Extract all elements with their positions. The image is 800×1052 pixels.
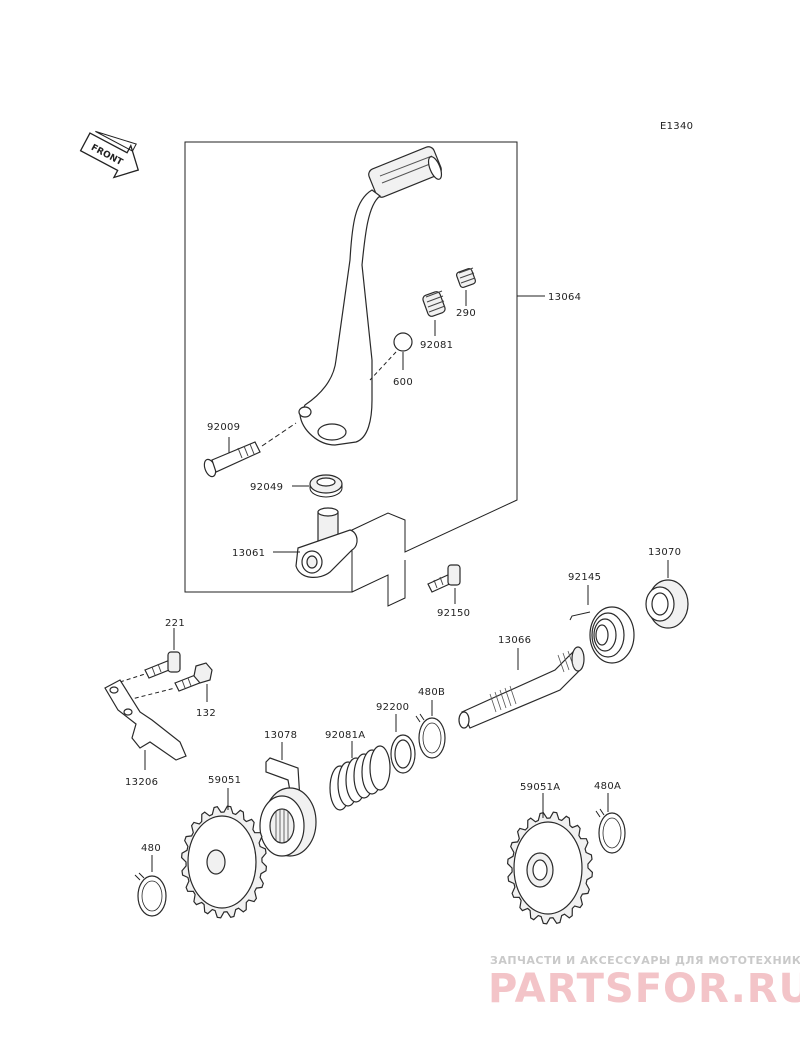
callout-600: 600	[393, 377, 413, 388]
circlip-480-part	[134, 872, 167, 917]
callout-59051: 59051	[208, 775, 241, 786]
callout-480B: 480B	[418, 687, 445, 698]
bolt-221-part	[144, 651, 181, 679]
assembly-outline	[184, 141, 518, 593]
callout-92145: 92145	[568, 572, 601, 583]
spring-92081-part	[422, 290, 446, 317]
callout-92009: 92009	[207, 422, 240, 433]
ball-600-part	[393, 332, 413, 352]
callout-480: 480	[141, 843, 161, 854]
callout-132: 132	[196, 708, 216, 719]
washer-92049-part	[309, 474, 343, 498]
kick-lever-part	[298, 146, 443, 446]
diagram-code: E1340	[660, 121, 693, 132]
callout-92081A: 92081A	[325, 730, 365, 741]
callout-13066: 13066	[498, 635, 531, 646]
plate-13206-part	[104, 679, 187, 761]
watermark-logo: PARTSFOR.RU	[488, 966, 800, 1012]
callout-92049: 92049	[250, 482, 283, 493]
bolt-92150-part	[427, 564, 461, 593]
boss-13061-part	[295, 507, 358, 578]
callout-92200: 92200	[376, 702, 409, 713]
ratchet-13078-part	[259, 757, 317, 857]
callout-59051A: 59051A	[520, 782, 560, 793]
callout-480A: 480A	[594, 781, 621, 792]
front-arrow-icon: FRONT	[79, 130, 140, 179]
circlip-480A-part	[595, 808, 626, 854]
callout-290: 290	[456, 308, 476, 319]
callout-221: 221	[165, 618, 185, 629]
gear-59051-part	[180, 805, 268, 919]
callout-92081: 92081	[420, 340, 453, 351]
bolt-132-part	[174, 662, 213, 692]
callout-13070: 13070	[648, 547, 681, 558]
callout-13206: 13206	[125, 777, 158, 788]
bolt-92009-part	[203, 441, 261, 478]
watermark-tagline: ЗАПЧАСТИ И АКСЕССУАРЫ ДЛЯ МОТОТЕХНИКИ	[490, 954, 800, 967]
collar-13070-part	[645, 579, 689, 629]
callout-92150: 92150	[437, 608, 470, 619]
washer-92200-part	[390, 734, 416, 774]
shaft-13066-part	[458, 646, 585, 729]
spring-92081A-part	[329, 745, 391, 811]
spring-92145-part	[569, 606, 635, 664]
callout-13078: 13078	[264, 730, 297, 741]
callout-13064: 13064	[548, 292, 581, 303]
circlip-480B-part	[415, 713, 446, 759]
spring-290-part	[455, 267, 477, 289]
gear-59051A-part	[506, 811, 594, 925]
callout-13061: 13061	[232, 548, 265, 559]
